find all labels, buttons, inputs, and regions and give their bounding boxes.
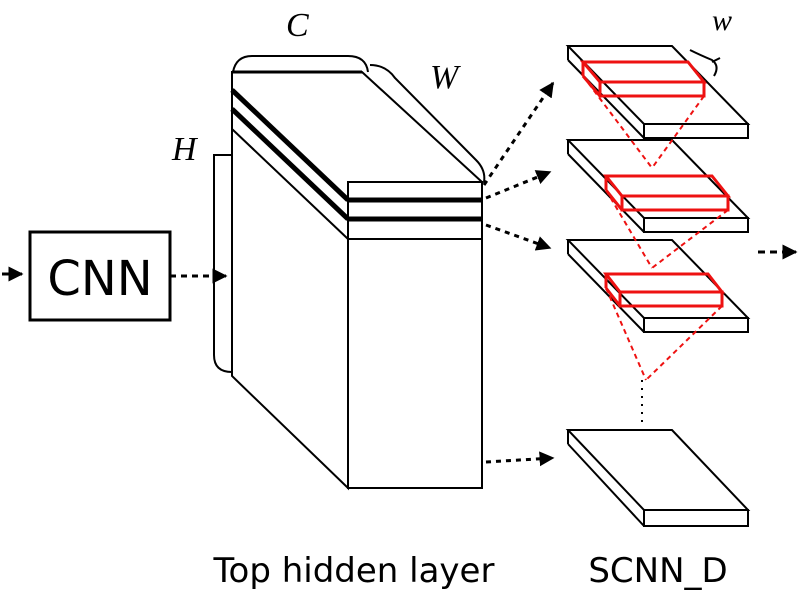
window-w-label: w — [712, 4, 732, 37]
caption-scnn-d: SCNN_D — [588, 551, 727, 591]
propagation-lines — [582, 75, 729, 381]
window-w-brace: w — [689, 4, 732, 77]
top-hidden-layer-tensor — [230, 70, 485, 491]
caption-top-hidden-layer: Top hidden layer — [213, 551, 495, 591]
w-brace: W — [369, 59, 486, 183]
slice-2 — [565, 139, 751, 233]
dim-c-label: C — [286, 7, 309, 44]
c-brace: C — [232, 7, 369, 73]
slice-4 — [565, 429, 751, 527]
dim-w-label: W — [430, 59, 461, 96]
slice-3 — [565, 239, 751, 333]
h-brace: H — [171, 131, 233, 373]
slice-1 — [565, 45, 751, 139]
dim-h-label: H — [171, 131, 199, 168]
cnn-box: CNN — [28, 230, 172, 322]
cnn-label: CNN — [47, 251, 152, 307]
tensor-to-slices-arrows — [482, 81, 555, 467]
